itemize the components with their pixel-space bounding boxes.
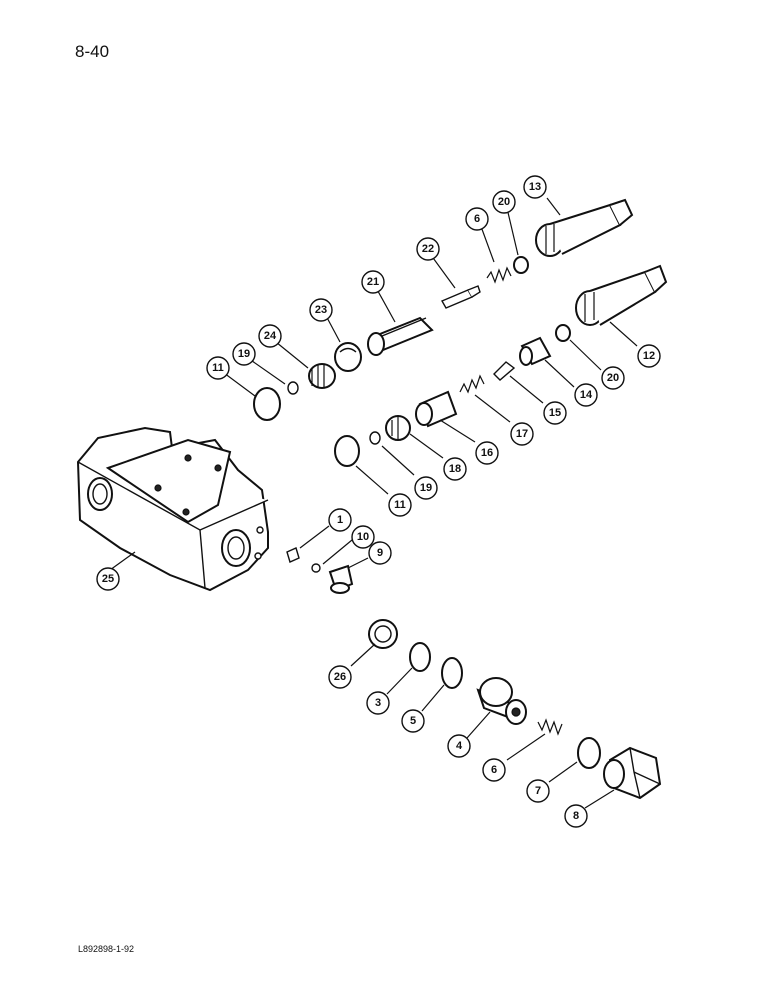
svg-text:11: 11 — [212, 362, 224, 374]
screw-9 — [328, 564, 354, 594]
sleeve-16 — [415, 390, 458, 428]
callout-20: 20 — [601, 366, 625, 390]
callout-6: 6 — [482, 758, 506, 782]
o-ring-3 — [409, 642, 431, 672]
svg-text:9: 9 — [377, 547, 383, 559]
plunger-14 — [519, 336, 552, 366]
seat-26 — [368, 619, 398, 649]
piston-21 — [367, 316, 434, 356]
callouts: 13 20 6 22 21 23 24 19 11 12 20 14 15 17… — [96, 175, 661, 828]
plug-1 — [286, 547, 300, 563]
callout-11: 11 — [206, 356, 230, 380]
o-ring-11-middle — [334, 435, 360, 467]
drawing-reference-code: L892898-1-92 — [78, 944, 135, 954]
svg-text:12: 12 — [643, 350, 655, 362]
callout-10: 10 — [351, 525, 375, 549]
spring-17 — [459, 374, 485, 394]
svg-text:13: 13 — [529, 181, 541, 193]
svg-text:24: 24 — [264, 330, 277, 342]
ring-19-middle — [369, 431, 381, 445]
svg-text:20: 20 — [607, 372, 619, 384]
svg-text:22: 22 — [422, 243, 434, 255]
svg-text:20: 20 — [498, 196, 510, 208]
callout-11: 11 — [388, 493, 412, 517]
sleeve-23 — [334, 342, 362, 372]
callout-21: 21 — [361, 270, 385, 294]
seat-18 — [385, 415, 411, 441]
spring-6-upper — [486, 266, 512, 284]
callout-6: 6 — [465, 207, 489, 231]
svg-text:3: 3 — [375, 697, 381, 709]
cartridge-13 — [535, 198, 634, 257]
callout-7: 7 — [526, 779, 550, 803]
lower-assembly — [368, 619, 662, 800]
callout-9: 9 — [368, 541, 392, 565]
o-ring-5 — [441, 657, 463, 689]
callout-12: 12 — [637, 344, 661, 368]
piston-4 — [476, 677, 527, 725]
svg-text:8: 8 — [573, 810, 579, 822]
callout-14: 14 — [574, 383, 598, 407]
callout-24: 24 — [258, 324, 282, 348]
callout-16: 16 — [475, 441, 499, 465]
svg-text:15: 15 — [549, 407, 561, 419]
seat-24 — [308, 363, 336, 389]
svg-text:17: 17 — [516, 428, 528, 440]
callout-23: 23 — [309, 298, 333, 322]
svg-text:26: 26 — [334, 671, 346, 683]
o-ring-7 — [577, 737, 601, 769]
svg-text:25: 25 — [102, 573, 114, 585]
callout-1: 1 — [328, 508, 352, 532]
callout-4: 4 — [447, 734, 471, 758]
svg-text:21: 21 — [367, 276, 379, 288]
svg-text:10: 10 — [357, 531, 369, 543]
svg-text:11: 11 — [394, 499, 406, 511]
svg-text:6: 6 — [474, 213, 480, 225]
svg-text:19: 19 — [238, 348, 250, 360]
poppet-15 — [493, 361, 516, 381]
upper-assembly — [253, 198, 634, 421]
plug-8 — [603, 746, 662, 800]
svg-text:16: 16 — [481, 447, 493, 459]
valve-body — [76, 426, 269, 592]
ring-10 — [311, 563, 321, 573]
page-number: 8-40 — [75, 42, 110, 61]
callout-13: 13 — [523, 175, 547, 199]
small-parts — [286, 547, 354, 594]
svg-text:19: 19 — [420, 482, 432, 494]
callout-17: 17 — [510, 422, 534, 446]
callout-5: 5 — [401, 709, 425, 733]
callout-19: 19 — [232, 342, 256, 366]
spring-6-lower — [537, 718, 563, 736]
callout-3: 3 — [366, 691, 390, 715]
svg-text:6: 6 — [491, 764, 497, 776]
svg-text:14: 14 — [580, 389, 593, 401]
svg-text:7: 7 — [535, 785, 541, 797]
callout-8: 8 — [564, 804, 588, 828]
svg-text:5: 5 — [410, 715, 416, 727]
callout-22: 22 — [416, 237, 440, 261]
callout-15: 15 — [543, 401, 567, 425]
svg-text:23: 23 — [315, 304, 327, 316]
middle-assembly — [334, 264, 668, 467]
svg-text:1: 1 — [337, 514, 343, 526]
callout-19: 19 — [414, 476, 438, 500]
callout-20: 20 — [492, 190, 516, 214]
svg-text:18: 18 — [449, 463, 461, 475]
washer-20-middle — [555, 324, 571, 342]
o-ring-11-upper — [253, 387, 281, 421]
callout-26: 26 — [328, 665, 352, 689]
poppet-22 — [441, 285, 481, 309]
callout-18: 18 — [443, 457, 467, 481]
cartridge-12 — [575, 264, 668, 326]
svg-text:4: 4 — [456, 740, 463, 752]
callout-25: 25 — [96, 567, 120, 591]
ring-19-upper — [287, 381, 299, 395]
washer-20-upper — [513, 256, 529, 274]
